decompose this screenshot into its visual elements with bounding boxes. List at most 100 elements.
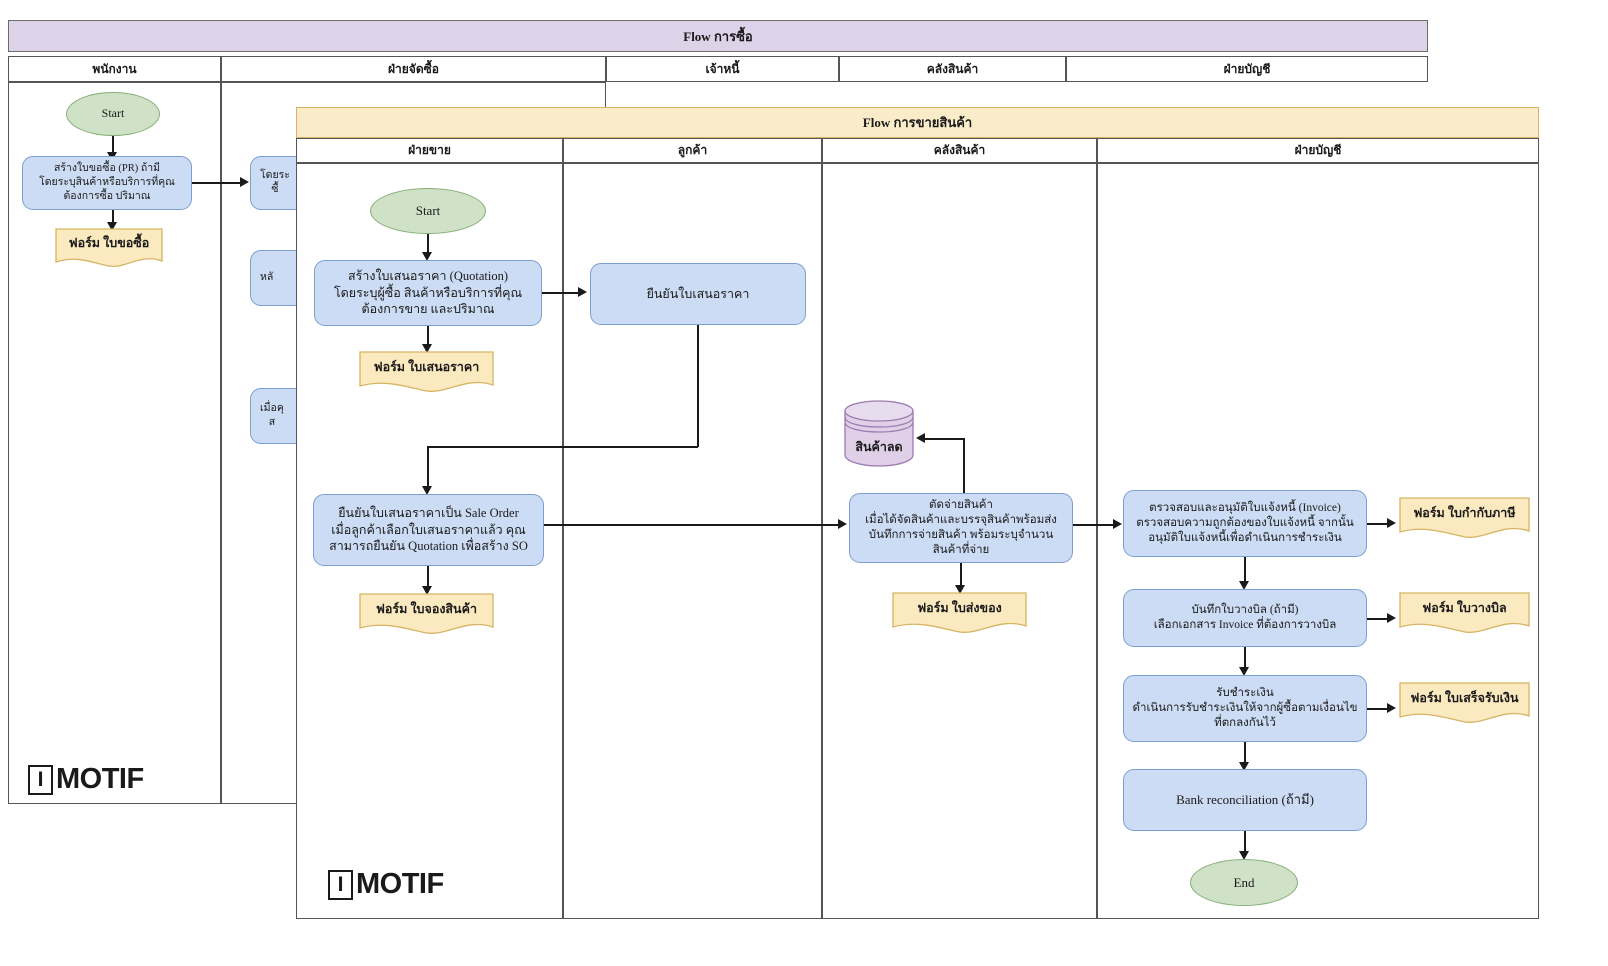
inner-record-billing-label: บันทึกใบวางบิล (ถ้ามี) เลือกเอกสาร Invoi…	[1153, 603, 1337, 631]
outer-hidden-1-label: โดยระ ซื้	[260, 170, 290, 195]
outer-doc-form-pr: ฟอร์ม ใบขอซื้อ	[55, 228, 163, 270]
outer-lane-label-accounting: ฝ่ายบัญชี	[1223, 61, 1271, 76]
inner-doc-form-delivery: ฟอร์ม ใบส่งของ	[892, 592, 1027, 636]
inner-lane-label-customer: ลูกค้า	[677, 143, 708, 157]
outer-hidden-3-label: เมื่อคุ ส	[260, 403, 284, 428]
outer-create-pr-label: สร้างใบขอซื้อ (PR) ถ้ามี โดยระบุสินค้าหร…	[39, 163, 175, 202]
inner-doc-form-quotation: ฟอร์ม ใบเสนอราคา	[359, 351, 494, 395]
inner-db-stock: สินค้าลด	[843, 398, 915, 468]
outer-lane-label-purchasing: ฝ่ายจัดซื้อ	[388, 61, 439, 76]
outer-lane-header-creditor: เจ้าหนี้	[606, 56, 839, 82]
inner-conn-payment-to-receipt	[1367, 708, 1391, 710]
inner-lane-header-accounting: ฝ่ายบัญชี	[1097, 138, 1539, 163]
inner-doc-form-receipt: ฟอร์ม ใบเสร็จรับเงิน	[1399, 682, 1530, 726]
inner-conn-start-to-quotation	[427, 234, 429, 256]
outer-lane-header-employee: พนักงาน	[8, 56, 221, 82]
outer-conn-start-to-pr	[112, 136, 114, 155]
document-shape-icon	[359, 593, 494, 634]
outer-lane-label-warehouse: คลังสินค้า	[926, 61, 979, 76]
document-shape-icon	[1399, 592, 1530, 633]
inner-conn-quotation-to-confirm	[542, 292, 582, 294]
inner-node-issue-goods: ตัดจ่ายสินค้า เมื่อได้จัดสินค้าและบรรจุส…	[849, 493, 1073, 563]
outer-lane-label-creditor: เจ้าหนี้	[705, 61, 740, 76]
inner-node-end: End	[1190, 859, 1298, 906]
inner-conn-issue-to-invoice	[1073, 524, 1117, 526]
inner-arrow-invoice-to-billing	[1239, 581, 1249, 590]
inner-node-record-billing: บันทึกใบวางบิล (ถ้ามี) เลือกเอกสาร Invoi…	[1123, 589, 1367, 647]
inner-bank-reconciliation-label: Bank reconciliation (ถ้ามี)	[1176, 792, 1314, 808]
outer-arrow-pr-to-right	[240, 177, 249, 187]
outer-conn-pr-to-right	[192, 182, 245, 184]
outer-lane-header-warehouse: คลังสินค้า	[839, 56, 1066, 82]
inner-conn-so-to-issue	[544, 524, 841, 526]
inner-confirm-quotation-label: ยืนยันใบเสนอราคา	[646, 286, 750, 301]
inner-conn-quotation-to-form	[427, 326, 429, 348]
inner-conn-billing-to-payment	[1244, 647, 1246, 671]
inner-node-start: Start	[370, 188, 486, 234]
inner-conn-confirm-left	[427, 446, 698, 448]
inner-node-bank-reconciliation: Bank reconciliation (ถ้ามี)	[1123, 769, 1367, 831]
outer-start-label: Start	[101, 106, 125, 121]
inner-arrow-issue-to-form	[955, 585, 965, 594]
motif-wordmark: MOTIF	[356, 868, 444, 900]
outer-arrow-pr-to-form	[107, 222, 117, 231]
inner-arrow-so-to-issue	[838, 519, 847, 529]
inner-arrow-start-to-quotation	[422, 252, 432, 261]
inner-lane-label-sales: ฝ่ายขาย	[408, 143, 451, 157]
inner-lane-label-accounting: ฝ่ายบัญชี	[1294, 143, 1342, 157]
inner-arrow-invoice-to-taxform	[1387, 518, 1396, 528]
motif-wordmark: MOTIF	[56, 763, 144, 795]
inner-create-quotation-label: สร้างใบเสนอราคา (Quotation) โดยระบุผู้ซื…	[333, 269, 523, 317]
inner-conn-confirm-down	[697, 325, 699, 447]
outer-node-create-pr: สร้างใบขอซื้อ (PR) ถ้ามี โดยระบุสินค้าหร…	[22, 156, 192, 210]
inner-approve-invoice-label: ตรวจสอบและอนุมัติใบแจ้งหนี้ (Invoice) ตร…	[1136, 501, 1354, 545]
inner-conn-bank-to-end	[1244, 831, 1246, 855]
inner-arrow-quotation-to-form	[422, 344, 432, 353]
inner-arrow-quotation-to-confirm	[578, 287, 587, 297]
inner-arrow-billing-to-payment	[1239, 667, 1249, 676]
inner-confirm-so-label: ยืนยันใบเสนอราคาเป็น Sale Order เมื่อลูก…	[329, 506, 528, 554]
inner-arrow-issue-to-db	[916, 433, 925, 443]
document-shape-icon	[1399, 682, 1530, 723]
inner-conn-confirm-to-so	[427, 446, 429, 490]
database-cylinder-icon	[844, 400, 914, 467]
inner-motif-logo: I MOTIF	[328, 868, 444, 901]
document-shape-icon	[892, 592, 1027, 633]
outer-node-start: Start	[66, 92, 160, 136]
document-shape-icon	[359, 351, 494, 392]
inner-issue-goods-label: ตัดจ่ายสินค้า เมื่อได้จัดสินค้าและบรรจุส…	[865, 498, 1057, 557]
inner-conn-issue-to-db-h	[925, 438, 964, 440]
inner-arrow-issue-to-invoice	[1113, 519, 1122, 529]
outer-pool-title-bar: Flow การซื้อ	[8, 20, 1428, 52]
inner-doc-form-reservation: ฟอร์ม ใบจองสินค้า	[359, 593, 494, 637]
inner-end-label: End	[1233, 874, 1255, 890]
outer-lane-header-accounting: ฝ่ายบัญชี	[1066, 56, 1428, 82]
outer-pool-title: Flow การซื้อ	[683, 28, 753, 44]
inner-pool-title: Flow การขายสินค้า	[862, 115, 973, 130]
inner-conn-invoice-to-taxform	[1367, 523, 1391, 525]
inner-arrow-payment-to-bank	[1239, 762, 1249, 771]
inner-node-confirm-so: ยืนยันใบเสนอราคาเป็น Sale Order เมื่อลูก…	[313, 494, 544, 566]
inner-node-receive-payment: รับชำระเงิน ดำเนินการรับชำระเงินให้จากผู…	[1123, 675, 1367, 742]
document-shape-icon	[1399, 497, 1530, 538]
inner-pool-title-bar: Flow การขายสินค้า	[296, 107, 1539, 138]
inner-lane-header-warehouse: คลังสินค้า	[822, 138, 1097, 163]
inner-lane-header-sales: ฝ่ายขาย	[296, 138, 563, 163]
motif-mark-icon: I	[28, 764, 53, 795]
outer-hidden-2-label: หลั	[260, 272, 274, 284]
inner-conn-billing-to-form	[1367, 618, 1391, 620]
inner-conn-invoice-to-billing	[1244, 557, 1246, 585]
inner-conn-issue-to-db-v	[963, 438, 965, 493]
inner-start-label: Start	[415, 203, 441, 219]
inner-conn-so-to-form	[427, 566, 429, 590]
document-shape-icon	[55, 228, 163, 267]
inner-node-confirm-quotation: ยืนยันใบเสนอราคา	[590, 263, 806, 325]
inner-node-approve-invoice: ตรวจสอบและอนุมัติใบแจ้งหนี้ (Invoice) ตร…	[1123, 490, 1367, 557]
inner-arrow-billing-to-form	[1387, 613, 1396, 623]
inner-arrow-bank-to-end	[1239, 851, 1249, 860]
motif-mark-icon: I	[328, 869, 353, 900]
inner-arrow-so-to-form	[422, 586, 432, 595]
outer-lane-header-purchasing: ฝ่ายจัดซื้อ	[221, 56, 606, 82]
outer-lane-label-employee: พนักงาน	[92, 61, 137, 76]
